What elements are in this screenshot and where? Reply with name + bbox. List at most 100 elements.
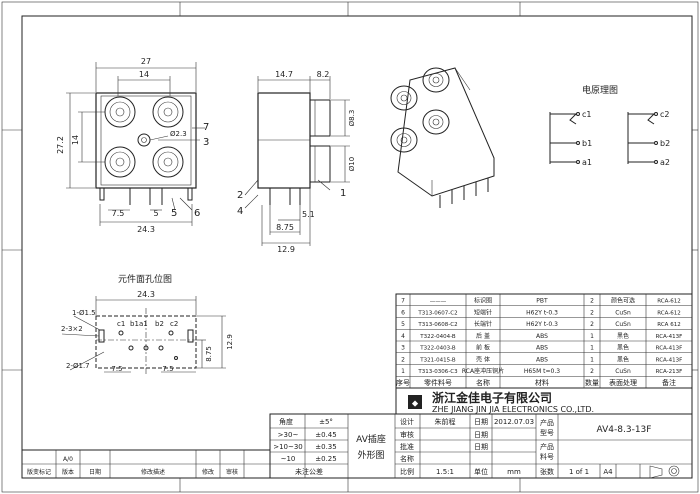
isometric-view — [390, 67, 495, 208]
sheet-value: 1 of 1 — [569, 468, 589, 476]
bom-cell-6-2: T321-0415-B — [419, 357, 456, 363]
pad-b2: b2 — [155, 320, 164, 328]
revision-version: A/0 — [63, 456, 73, 463]
bom-cell-7-4: H65M t=0.3 — [524, 368, 560, 375]
title-block: 角度 ±5° >30~ ±0.45 >10~30 ±0.35 ~10 ±0.25… — [269, 413, 693, 479]
bom-grid — [396, 294, 692, 388]
bom-head-finish: 表面处理 — [609, 378, 637, 387]
dim-width-total: 27 — [141, 57, 151, 66]
callout-1: 1 — [340, 188, 346, 199]
footprint-view: 元件面孔位图 24.3 1-Ø1.5 2-3×2 2-Ø1.7 c1 b1 a1… — [61, 273, 234, 374]
footprint-x1: 7.5 — [111, 365, 122, 373]
footprint-d3: 2-Ø1.7 — [66, 362, 90, 370]
design-label: 设计 — [400, 417, 414, 426]
tol-r1-val: ±0.45 — [315, 431, 336, 439]
bom-cell-3-5: 2 — [590, 321, 594, 328]
jack-bottom-left — [104, 146, 136, 178]
iso-jack-4 — [390, 127, 418, 153]
jack-bottom-right — [152, 146, 184, 178]
revision-block: A/0 版变标记 版本 日期 修改描述 修改 审核 — [21, 449, 271, 479]
dim-pin-b: 8.75 — [276, 223, 294, 232]
side-dims — [244, 76, 350, 246]
rev-head-mark: 版变标记 — [27, 468, 51, 476]
front-plate — [100, 95, 192, 186]
dim-height-inner: 14 — [71, 135, 80, 145]
paper-size: A4 — [603, 468, 613, 476]
approve-label: 批准 — [400, 442, 414, 451]
rev-head-desc: 修改描述 — [141, 468, 165, 476]
bom-head-material: 材料 — [535, 378, 549, 387]
prod-label-2: 型号 — [540, 428, 554, 437]
dim-width-inner: 14 — [139, 70, 149, 79]
footprint-title: 元件面孔位图 — [118, 273, 172, 285]
footprint-y2: 12.9 — [226, 334, 234, 350]
rev-head-check: 审核 — [226, 468, 238, 476]
dim-shell: 8.2 — [317, 70, 330, 79]
rev-head-date: 日期 — [89, 468, 101, 476]
company-band: ⬥ 浙江金佳电子有限公司 ZHE JIANG JIN JIA ELECTRONI… — [395, 387, 693, 415]
center-hole — [137, 133, 151, 147]
approve-date-label: 日期 — [474, 443, 488, 451]
footprint-x2: 7.5 — [162, 365, 173, 373]
bom-cell-3-6: CuSn — [615, 321, 631, 328]
schematic-b2: b2 — [660, 139, 670, 148]
tol-r2-range: >10~30 — [273, 443, 303, 451]
item-label-2: 料号 — [540, 452, 554, 461]
bom-cell-5-5: 1 — [590, 345, 594, 352]
side-pins — [269, 188, 301, 205]
bom-cell-5-1: 3 — [401, 345, 405, 352]
callout-4: 4 — [237, 206, 243, 217]
bom-cell-4-6: 黑色 — [617, 332, 629, 340]
bom-cell-1-7: RCA-612 — [657, 299, 681, 305]
front-dims — [66, 62, 205, 226]
bom-head-note: 备注 — [662, 378, 676, 387]
bom-cell-6-5: 1 — [590, 356, 594, 363]
product-code: AV4-8.3-13F — [597, 425, 652, 435]
bom-cell-1-4: PBT — [536, 298, 548, 305]
bom-cell-2-3: 短端针 — [474, 308, 492, 316]
bom-cell-3-2: T313-0608-C2 — [417, 322, 457, 328]
iso-jack-3 — [422, 109, 450, 135]
sheet-label: 张数 — [540, 467, 554, 476]
schematic-a1: a1 — [582, 158, 592, 167]
bom-cell-7-2: T313-0306-C3 — [417, 369, 458, 375]
bom-cell-3-7: RCA 612 — [657, 322, 680, 328]
unit-value: mm — [507, 468, 521, 476]
rev-head-version: 版本 — [62, 468, 74, 476]
name-label: 名称 — [400, 454, 414, 463]
tol-r3-range: ~10 — [281, 455, 296, 463]
bom-cell-1-6: 颜色可选 — [611, 297, 635, 305]
footprint-dims — [61, 296, 226, 373]
bom-cell-3-1: 5 — [401, 321, 405, 328]
footprint-holes — [98, 329, 194, 360]
bom-cell-5-2: T322-0403-B — [419, 346, 456, 352]
footprint-y1: 8.75 — [205, 346, 213, 362]
bom-cell-6-6: 黑色 — [617, 355, 629, 363]
bom-cell-2-6: CuSn — [615, 309, 631, 316]
front-pins — [99, 187, 193, 205]
bom-cell-3-4: H62Y t-0.3 — [526, 321, 558, 328]
schematic-a2: a2 — [660, 158, 670, 167]
projection-symbol — [649, 465, 680, 479]
callout-5: 5 — [171, 208, 177, 219]
bom-cell-1-1: 7 — [401, 298, 405, 305]
tol-footer: 未注公差 — [295, 467, 323, 476]
bom-cell-7-5: 2 — [590, 368, 594, 375]
pad-a1: a1 — [139, 320, 148, 328]
check-date-label: 日期 — [474, 431, 488, 439]
product-line-1: AV插座 — [356, 433, 386, 445]
unit-label: 单位 — [474, 467, 488, 476]
dim-depth: 14.7 — [275, 70, 293, 79]
schematic-b1: b1 — [582, 139, 592, 148]
check-label: 审核 — [400, 430, 414, 439]
bom-cell-5-7: RCA-413F — [656, 346, 683, 352]
bom-cell-3-3: 长端针 — [474, 320, 492, 328]
bom-cell-2-1: 6 — [401, 309, 405, 316]
schematic-title: 电原理图 — [582, 84, 618, 96]
bom-cell-2-5: 2 — [590, 309, 594, 316]
bom-cell-5-3: 前 板 — [476, 344, 490, 352]
